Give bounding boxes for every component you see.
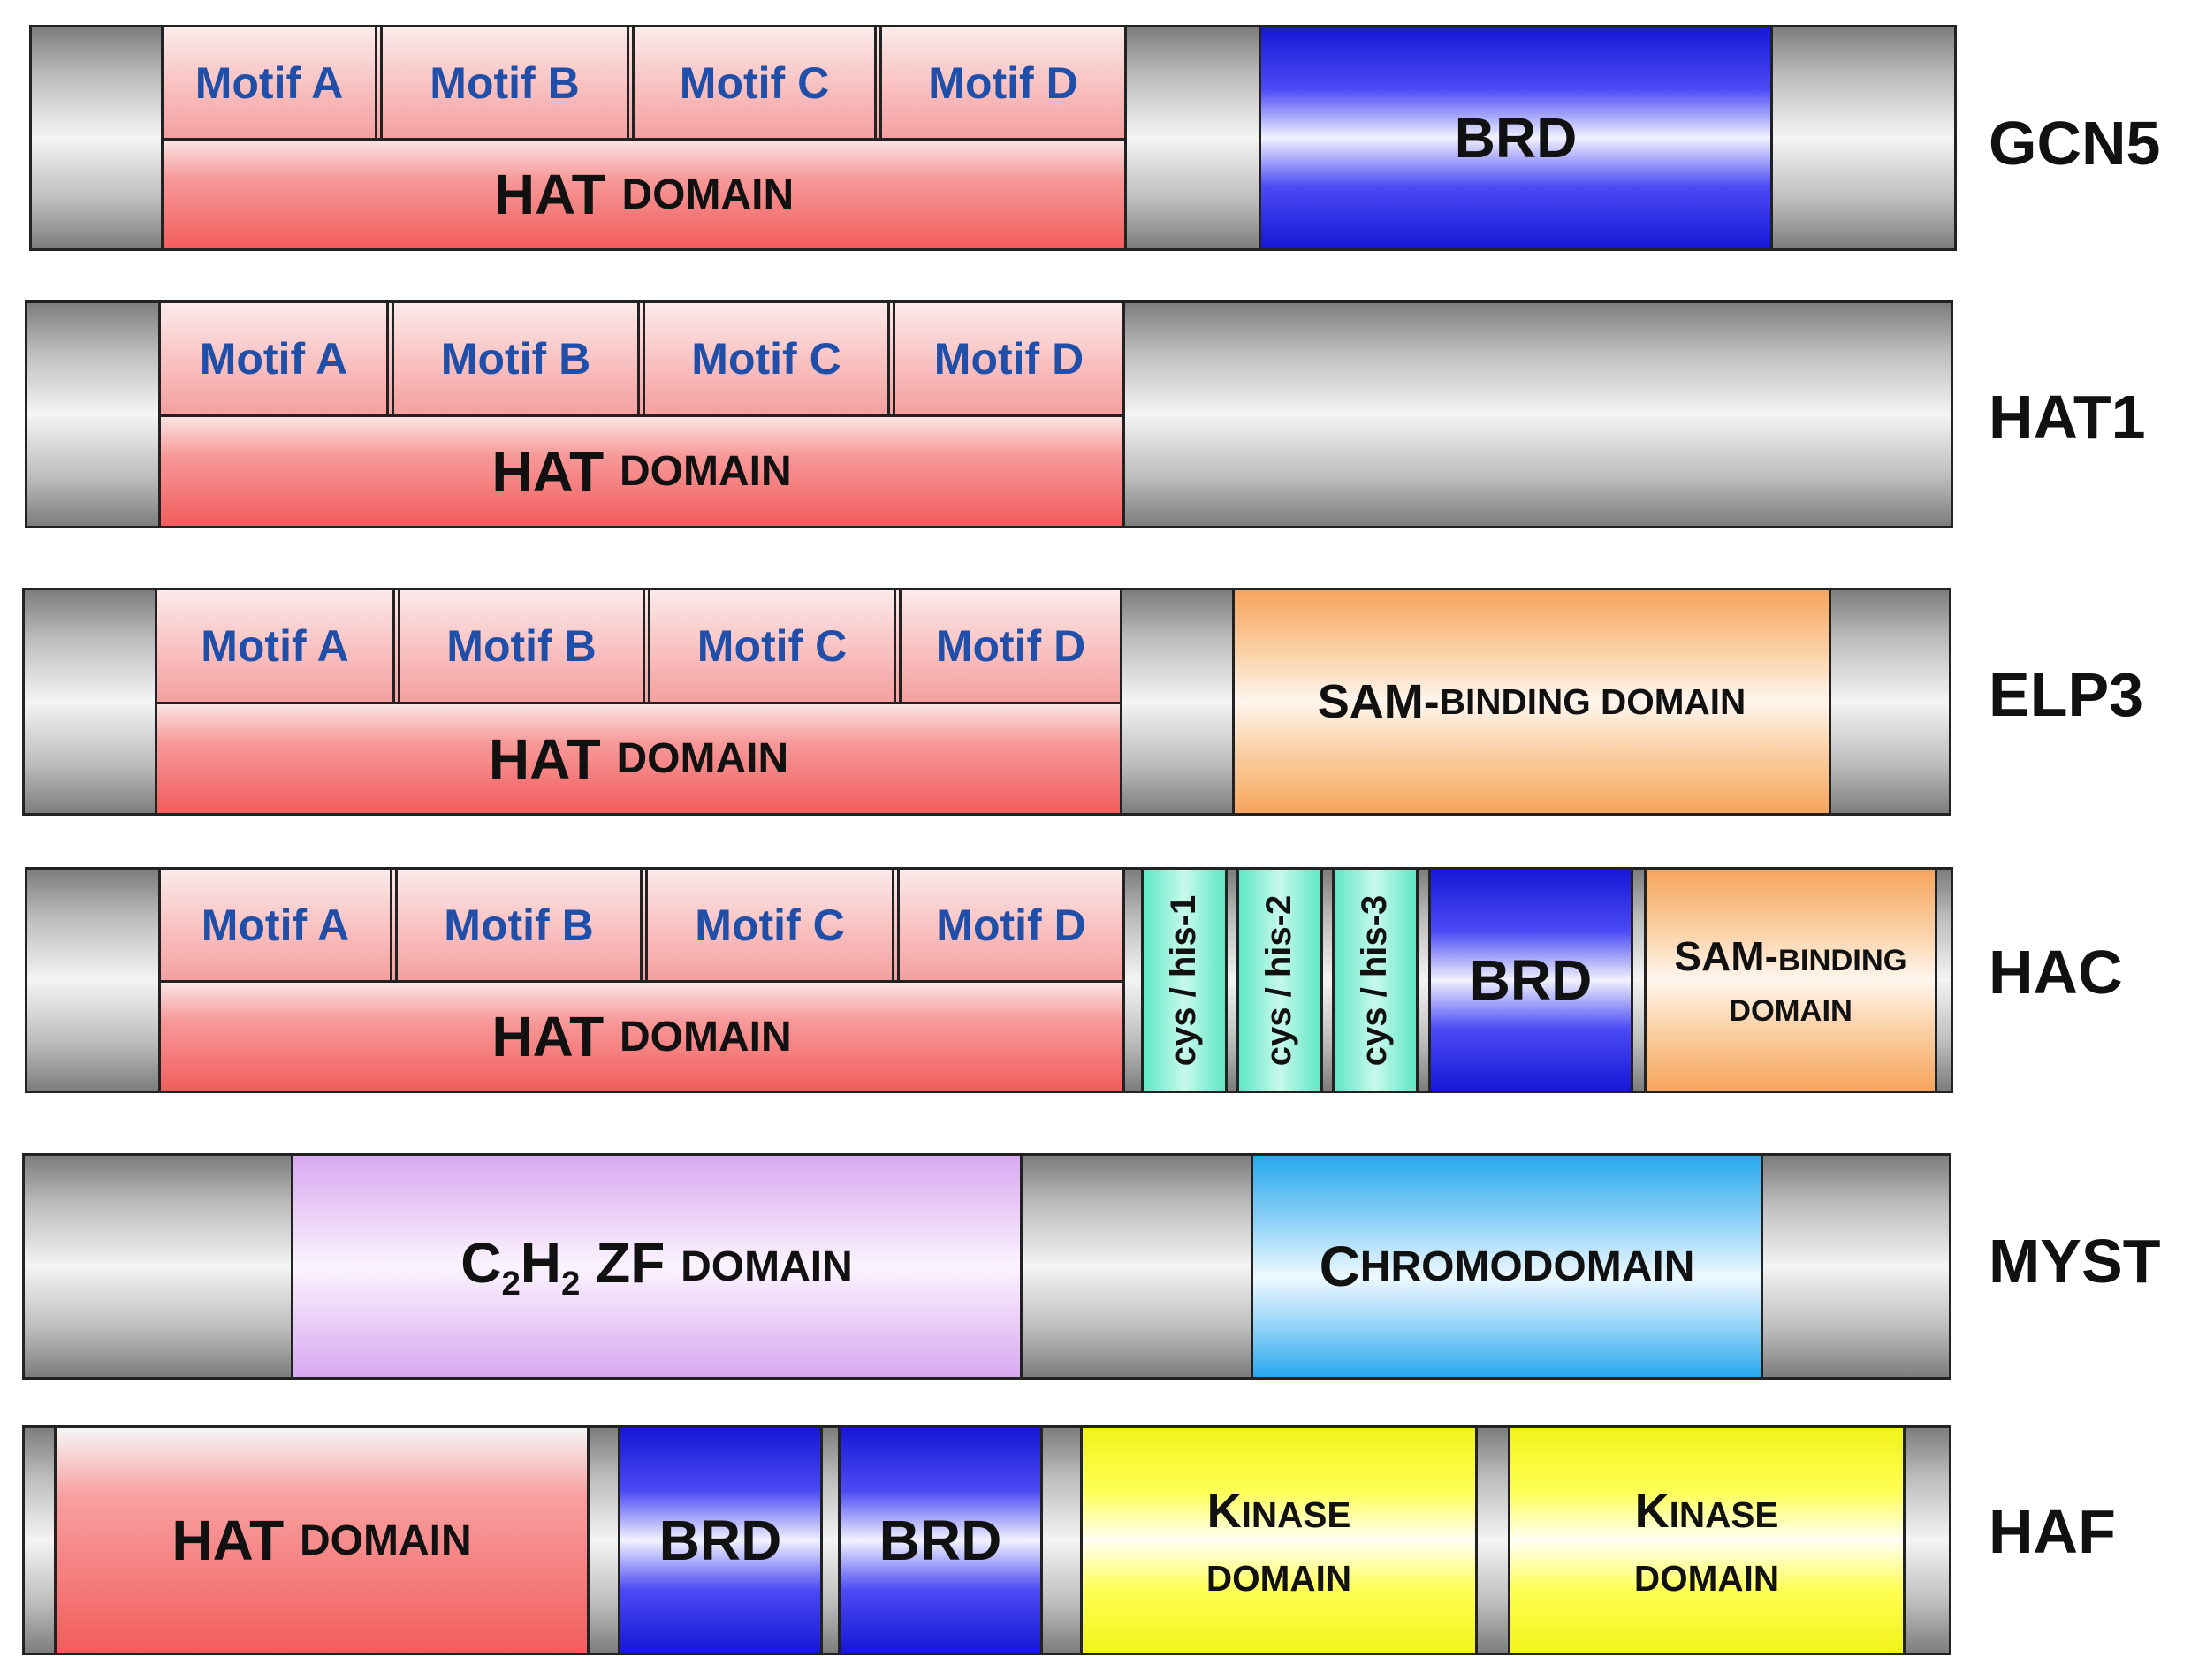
haf-kinase-2-line-1: KINASE	[1635, 1473, 1779, 1549]
hat1-family-label: HAT1	[1989, 383, 2146, 452]
elp3-hat-domain-label: HAT DOMAIN	[157, 702, 1120, 813]
hac-brd-domain: BRD	[1428, 870, 1633, 1091]
hac-zinc-finger-3-label: cys / his-3	[1355, 894, 1395, 1066]
hac-sam-line-1: SAM-BINDING	[1674, 925, 1906, 988]
elp3-sam-binding-domain: SAM-BINDING DOMAIN	[1232, 590, 1831, 813]
myst-chromo-cap: C	[1319, 1235, 1360, 1298]
haf-kinase-2-line-2: DOMAIN	[1633, 1557, 1780, 1599]
haf-brd-domain-1: BRD	[618, 1428, 823, 1653]
myst-zf-main: C2H2 ZF	[460, 1230, 665, 1304]
hac-hat-main: HAT	[491, 1005, 605, 1068]
hac-sam-main: SAM-	[1674, 932, 1778, 979]
gcn5-motif-a: Motif A	[164, 27, 383, 138]
elp3-hat-main: HAT	[488, 726, 601, 791]
hat1-motif-d: Motif D	[895, 303, 1122, 414]
haf-kinase-1-cap: K	[1206, 1485, 1242, 1539]
haf-hat-domain: HAT DOMAIN	[54, 1428, 590, 1653]
haf-brd-2-label: BRD	[879, 1509, 1002, 1572]
myst-c2h2-zf-domain: C2H2 ZF DOMAIN	[291, 1156, 1023, 1377]
myst-zf-sub-2: 2	[561, 1264, 581, 1303]
hac-zinc-finger-2: cys / his-2	[1236, 870, 1323, 1091]
myst-zf-post: ZF	[580, 1230, 666, 1295]
gcn5-motif-b: Motif B	[383, 27, 635, 138]
myst-chromo-small: HROMODOMAIN	[1359, 1243, 1695, 1290]
gcn5-hat-main: HAT	[493, 163, 606, 226]
gcn5-motif-c: Motif C	[635, 27, 882, 138]
haf-brd-domain-2: BRD	[838, 1428, 1043, 1653]
hac-hat-domain-label: HAT DOMAIN	[161, 980, 1122, 1091]
elp3-hat-domain: Motif A Motif B Motif C Motif D HAT DOMA…	[155, 590, 1122, 813]
gcn5-family-label: GCN5	[1989, 109, 2161, 178]
elp3-sam-main: SAM-	[1317, 675, 1440, 728]
hat1-hat-small: DOMAIN	[619, 448, 792, 495]
haf-kinase-domain-1: KINASE DOMAIN	[1080, 1428, 1478, 1653]
hac-motif-c: Motif C	[648, 870, 900, 980]
myst-zf-h: H	[520, 1230, 562, 1295]
haf-kinase-domain-2: KINASE DOMAIN	[1508, 1428, 1906, 1653]
gcn5-brd-label: BRD	[1454, 106, 1578, 170]
haf-kinase-1-line-1: KINASE	[1207, 1473, 1351, 1549]
haf-hat-main: HAT	[171, 1509, 285, 1572]
elp3-sam-small: BINDING DOMAIN	[1439, 680, 1746, 722]
gcn5-hat-small: DOMAIN	[621, 171, 795, 218]
hac-zinc-finger-2-label: cys / his-2	[1259, 894, 1299, 1066]
elp3-motif-c: Motif C	[650, 590, 902, 702]
elp3-motif-d: Motif D	[902, 590, 1120, 702]
elp3-motif-a: Motif A	[157, 590, 400, 702]
gcn5-brd-domain: BRD	[1259, 27, 1773, 248]
hac-motif-b: Motif B	[398, 870, 648, 980]
myst-family-label: MYST	[1989, 1227, 2161, 1296]
hac-sam-small: BINDING	[1777, 943, 1907, 977]
elp3-motif-b: Motif B	[400, 590, 650, 702]
hac-family-label: HAC	[1989, 938, 2123, 1007]
haf-brd-1-label: BRD	[658, 1509, 782, 1572]
hac-sam-binding-domain: SAM-BINDING DOMAIN	[1644, 870, 1937, 1091]
gcn5-hat-domain: Motif A Motif B Motif C Motif D HAT DOMA…	[161, 27, 1127, 248]
hac-brd-label: BRD	[1469, 948, 1593, 1012]
hac-motif-d: Motif D	[900, 870, 1122, 980]
hac-hat-small: DOMAIN	[619, 1013, 792, 1060]
haf-hat-small: DOMAIN	[299, 1517, 472, 1564]
hac-zinc-finger-1: cys / his-1	[1141, 870, 1228, 1091]
haf-family-label: HAF	[1989, 1497, 2116, 1566]
hat1-hat-main: HAT	[491, 439, 605, 504]
hat1-motif-c: Motif C	[645, 303, 895, 414]
myst-zf-sub-1: 2	[501, 1264, 521, 1303]
gcn5-hat-domain-label: HAT DOMAIN	[164, 138, 1124, 248]
hat1-hat-domain: Motif A Motif B Motif C Motif D HAT DOMA…	[158, 303, 1125, 526]
hac-motif-a: Motif A	[161, 870, 398, 980]
elp3-hat-small: DOMAIN	[616, 735, 789, 782]
hat1-hat-domain-label: HAT DOMAIN	[161, 414, 1122, 526]
hat1-motif-b: Motif B	[394, 303, 645, 414]
myst-zf-small: DOMAIN	[681, 1243, 853, 1290]
haf-kinase-1-small: INASE	[1241, 1494, 1351, 1536]
hac-hat-domain: Motif A Motif B Motif C Motif D HAT DOMA…	[158, 870, 1125, 1091]
elp3-family-label: ELP3	[1989, 660, 2144, 729]
gcn5-motif-d: Motif D	[882, 27, 1124, 138]
haf-kinase-1-line-2: DOMAIN	[1206, 1557, 1352, 1599]
haf-kinase-2-cap: K	[1634, 1485, 1670, 1539]
myst-zf-c: C	[460, 1230, 502, 1295]
hac-sam-line-2: DOMAIN	[1729, 993, 1852, 1028]
hac-zinc-finger-3: cys / his-3	[1332, 870, 1419, 1091]
hat1-motif-a: Motif A	[161, 303, 394, 414]
haf-kinase-2-small: INASE	[1669, 1494, 1779, 1536]
hac-zinc-finger-1-label: cys / his-1	[1164, 894, 1204, 1066]
